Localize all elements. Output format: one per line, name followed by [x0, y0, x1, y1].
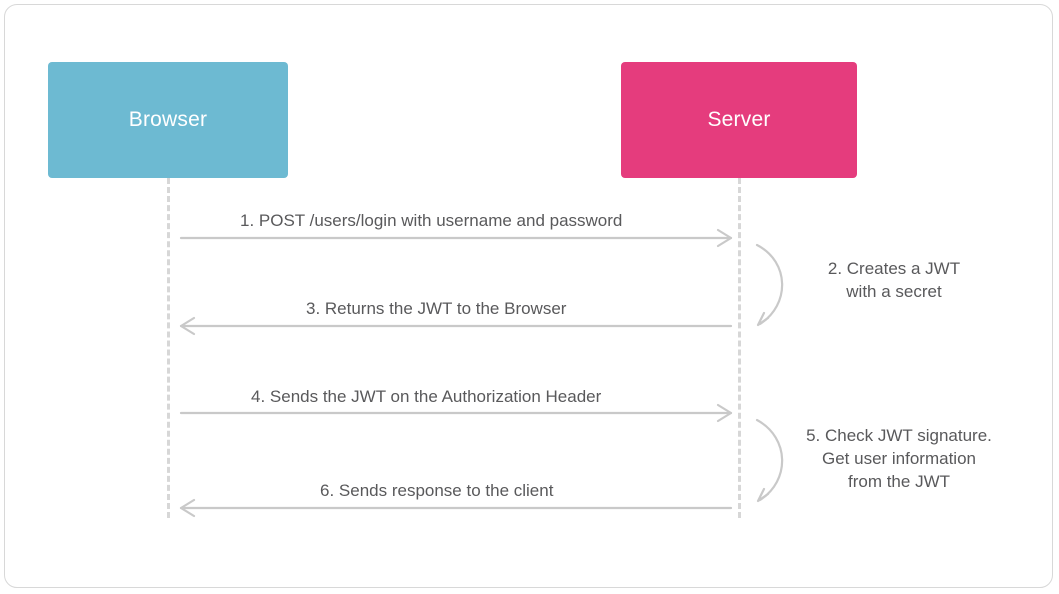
actor-label-server: Server [707, 108, 771, 131]
message-label-5-line-1: 5. Check JWT signature. [806, 426, 992, 445]
message-label-1: 1. POST /users/login with username and p… [240, 211, 623, 230]
message-label-2-line-1: 2. Creates a JWT [827, 259, 961, 278]
lifeline-server [738, 178, 741, 518]
message-label-3: 3. Returns the JWT to the Browser [306, 299, 567, 318]
message-label-5: 5. Check JWT signature. Get user informa… [794, 425, 1004, 494]
message-label-4: 4. Sends the JWT on the Authorization He… [251, 387, 602, 406]
message-label-5-line-2: Get user information [821, 448, 976, 468]
lifeline-browser [167, 178, 170, 518]
message-label-2-line-2: with a secret [846, 281, 942, 301]
message-label-6: 6. Sends response to the client [320, 481, 554, 500]
message-label-2: 2. Creates a JWT with a secret [794, 258, 994, 304]
actor-box-server[interactable]: Server [621, 62, 857, 178]
actor-label-browser: Browser [128, 108, 208, 131]
message-label-5-line-3: from the JWT [847, 471, 950, 491]
actor-box-browser[interactable]: Browser [48, 62, 288, 178]
